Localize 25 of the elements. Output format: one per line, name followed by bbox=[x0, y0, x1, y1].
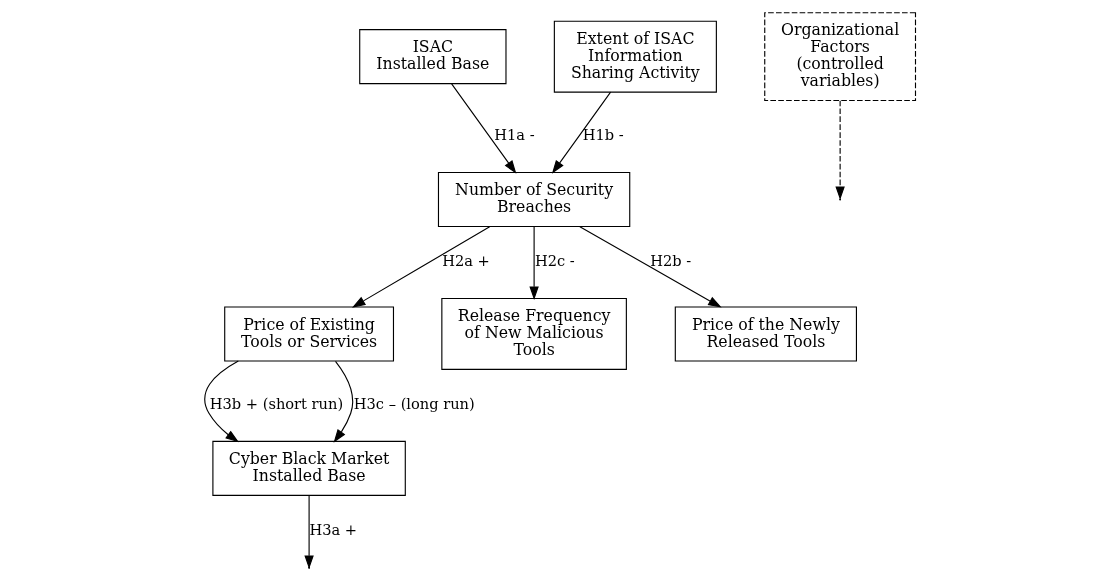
arrow bbox=[303, 495, 314, 569]
arrow bbox=[528, 226, 539, 300]
arrow bbox=[578, 226, 722, 308]
arrow bbox=[203, 360, 239, 443]
node-box: Price of the Newly Released Tools bbox=[674, 306, 857, 362]
arrow bbox=[333, 360, 353, 443]
arrow bbox=[551, 91, 611, 174]
edge-label: H3a + bbox=[308, 521, 357, 539]
edge-label: H3c – (long run) bbox=[353, 395, 475, 413]
node-box: Price of Existing Tools or Services bbox=[223, 306, 394, 362]
edge-label: H2c - bbox=[534, 252, 575, 270]
node-box: Cyber Black Market Installed Base bbox=[211, 440, 406, 496]
edge-label: H2a + bbox=[441, 252, 490, 270]
edge-label: H1b - bbox=[582, 126, 624, 144]
node-box: Release Frequency of New Malicious Tools bbox=[440, 297, 627, 370]
edge-label: H1a - bbox=[493, 126, 535, 144]
node-box: Organizational Factors (controlled variables) bbox=[763, 12, 916, 102]
arrow bbox=[834, 100, 845, 200]
node-box: Extent of ISAC Information Sharing Activity bbox=[553, 20, 717, 93]
node-box: Number of Security Breaches bbox=[437, 171, 630, 228]
edge-label: H2b - bbox=[649, 252, 691, 270]
arrow bbox=[351, 226, 490, 308]
node-box: ISAC Installed Base bbox=[358, 29, 507, 85]
edge-label: H3b + (short run) bbox=[209, 395, 343, 413]
arrow bbox=[450, 83, 516, 174]
